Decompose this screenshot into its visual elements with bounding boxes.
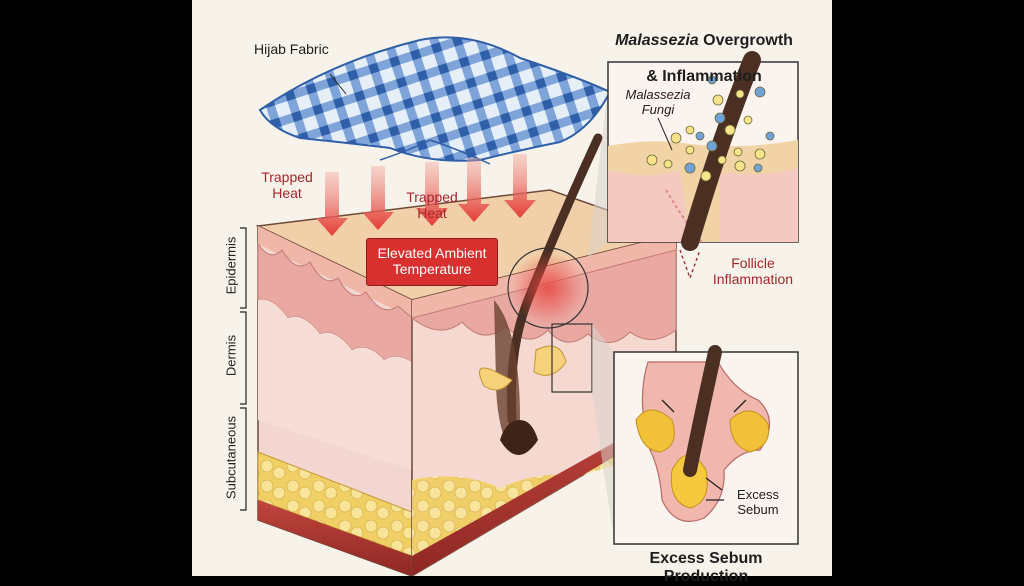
fungi-spore bbox=[646, 154, 658, 166]
elevated-temperature-box: Elevated Ambient Temperature bbox=[366, 238, 498, 286]
excess-sebum-label: Excess Sebum bbox=[737, 487, 779, 517]
fungi-spore bbox=[700, 170, 712, 182]
trapped-heat-label-center: Trapped Heat bbox=[406, 189, 458, 221]
follicle-inflammation-label: Follicle Inflammation bbox=[712, 255, 794, 287]
inset-top-title-line2: & Inflammation bbox=[646, 67, 762, 85]
layer-brackets bbox=[240, 227, 247, 511]
trapped-heat-label-left: Trapped Heat bbox=[261, 169, 313, 201]
inset-malassezia bbox=[607, 51, 799, 251]
fungi-spore bbox=[712, 94, 724, 106]
inset-top-title: Malassezia Overgrowth & Inflammation bbox=[604, 14, 804, 86]
fungi-spore bbox=[685, 145, 695, 155]
heat-arrows bbox=[316, 154, 536, 236]
fungi-spore bbox=[743, 115, 753, 125]
heat-arrow bbox=[362, 166, 394, 230]
fungi-spore bbox=[735, 89, 745, 99]
layer-label-epidermis: Epidermis bbox=[223, 236, 239, 295]
fungi-spore bbox=[734, 160, 746, 172]
fungi-spore bbox=[706, 140, 718, 152]
fungi-spore bbox=[707, 75, 717, 85]
fungi-spore bbox=[684, 162, 696, 174]
fungi-spore bbox=[753, 163, 763, 173]
fungi-spore bbox=[714, 112, 726, 124]
heat-arrow bbox=[504, 154, 536, 218]
fungi-spore bbox=[663, 159, 673, 169]
heat-arrow bbox=[316, 172, 348, 236]
fungi-spore bbox=[733, 147, 743, 157]
fungi-spore bbox=[670, 132, 682, 144]
fungi-spore bbox=[754, 148, 766, 160]
heat-arrow bbox=[416, 162, 448, 226]
fungi-spore bbox=[685, 125, 695, 135]
hair-follicle bbox=[479, 133, 603, 455]
fungi-spore bbox=[695, 131, 705, 141]
heat-arrow bbox=[458, 158, 490, 222]
fungi-spore bbox=[754, 86, 766, 98]
inset-top-title-rest: Overgrowth bbox=[698, 31, 793, 49]
fungi-spore bbox=[717, 155, 727, 165]
layer-label-dermis: Dermis bbox=[223, 334, 239, 377]
inset-sebum bbox=[613, 345, 799, 545]
malassezia-fungi-label: Malassezia Fungi bbox=[625, 87, 691, 117]
inset-connectors bbox=[588, 70, 701, 540]
inset-bottom-title: Excess Sebum Production bbox=[649, 550, 763, 585]
fungi-spore bbox=[765, 131, 775, 141]
layer-label-subcutaneous: Subcutaneous bbox=[223, 415, 239, 500]
fungi-spore bbox=[724, 124, 736, 136]
hijab-fabric bbox=[258, 36, 612, 162]
inset-top-title-italic: Malassezia bbox=[615, 31, 699, 49]
hijab-fabric-label: Hijab Fabric bbox=[254, 41, 329, 57]
